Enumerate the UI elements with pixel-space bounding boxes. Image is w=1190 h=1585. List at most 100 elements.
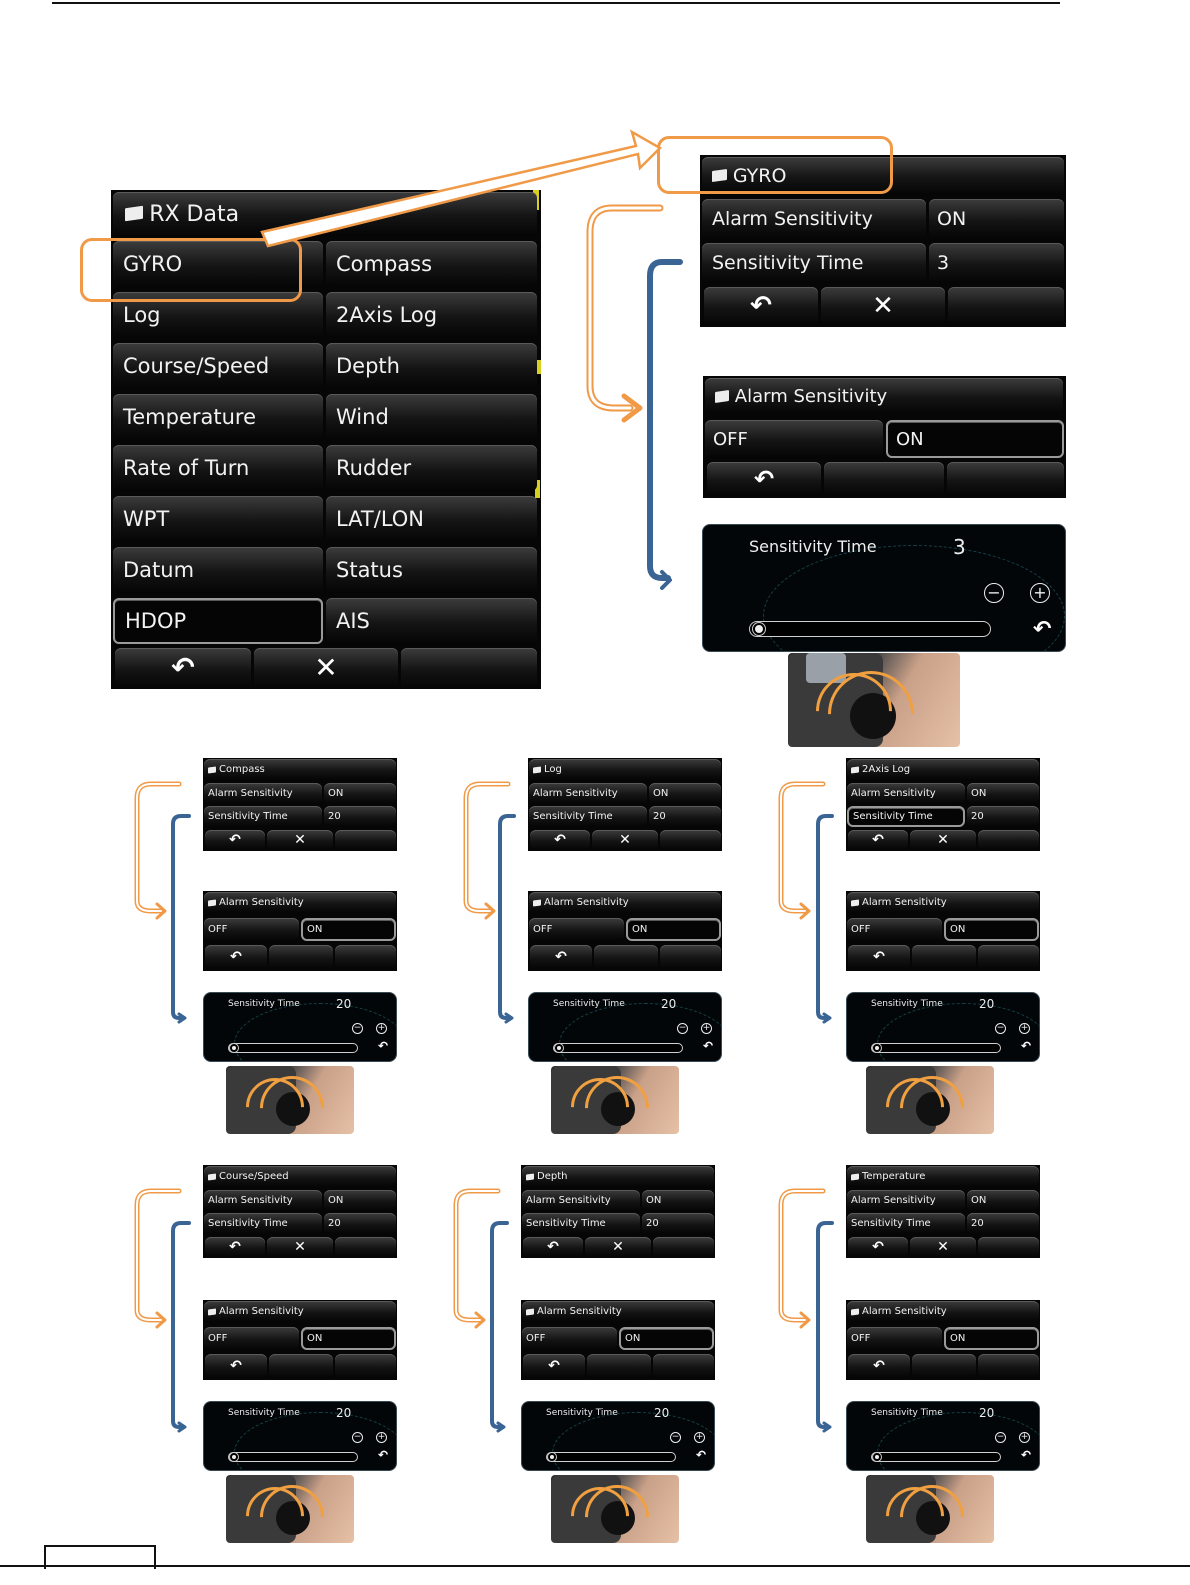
time-slider-track[interactable] bbox=[228, 1452, 358, 1462]
back-arrow-icon[interactable]: ↶ bbox=[696, 1448, 707, 1462]
minus-icon[interactable]: − bbox=[352, 1432, 363, 1443]
small-off-option[interactable]: OFF bbox=[522, 1327, 617, 1350]
gyro-close-button[interactable]: ✕ bbox=[821, 287, 945, 325]
small-back-button[interactable]: ↶ bbox=[848, 830, 908, 850]
small-close-button[interactable]: ✕ bbox=[910, 830, 976, 850]
small-alarm-blank-2[interactable] bbox=[335, 945, 396, 969]
small-time-value[interactable]: 20 bbox=[649, 806, 721, 827]
time-slider-knob[interactable] bbox=[873, 1044, 881, 1052]
small-back-button[interactable]: ↶ bbox=[205, 830, 265, 850]
rx-item-rate-of-turn[interactable]: Rate of Turn bbox=[113, 445, 323, 491]
small-on-option[interactable]: ON bbox=[301, 1327, 396, 1350]
rx-item-wind[interactable]: Wind bbox=[326, 394, 537, 440]
time-slider-knob[interactable] bbox=[753, 623, 765, 635]
small-alarm-back[interactable]: ↶ bbox=[848, 1354, 910, 1378]
minus-icon[interactable]: − bbox=[984, 583, 1004, 603]
small-time-value[interactable]: 20 bbox=[967, 1213, 1039, 1234]
small-alarm-blank-2[interactable] bbox=[660, 945, 721, 969]
rx-item-lat-lon[interactable]: LAT/LON bbox=[326, 496, 537, 542]
small-alarm-label[interactable]: Alarm Sensitivity bbox=[522, 1190, 640, 1211]
minus-icon[interactable]: − bbox=[352, 1023, 363, 1034]
small-alarm-label[interactable]: Alarm Sensitivity bbox=[529, 783, 647, 804]
small-time-label[interactable]: Sensitivity Time bbox=[204, 806, 322, 827]
plus-icon[interactable]: + bbox=[376, 1432, 387, 1443]
rx-blank-button[interactable] bbox=[401, 648, 537, 688]
back-arrow-icon[interactable]: ↶ bbox=[1021, 1039, 1032, 1053]
rx-item-datum[interactable]: Datum bbox=[113, 547, 323, 593]
time-slider-knob[interactable] bbox=[230, 1453, 238, 1461]
gyro-time-label[interactable]: Sensitivity Time bbox=[702, 243, 926, 283]
small-close-button[interactable]: ✕ bbox=[592, 830, 658, 850]
time-slider-track[interactable] bbox=[749, 621, 991, 637]
alarm-off-option[interactable]: OFF bbox=[705, 420, 883, 458]
small-back-button[interactable]: ↶ bbox=[205, 1237, 265, 1257]
gyro-alarm-label[interactable]: Alarm Sensitivity bbox=[702, 199, 926, 239]
small-close-button[interactable]: ✕ bbox=[910, 1237, 976, 1257]
plus-icon[interactable]: + bbox=[1019, 1432, 1030, 1443]
small-alarm-label[interactable]: Alarm Sensitivity bbox=[204, 783, 322, 804]
small-blank-button[interactable] bbox=[653, 1237, 714, 1257]
back-arrow-icon[interactable]: ↶ bbox=[378, 1039, 389, 1053]
small-time-value[interactable]: 20 bbox=[967, 806, 1039, 827]
small-blank-button[interactable] bbox=[978, 1237, 1039, 1257]
small-off-option[interactable]: OFF bbox=[847, 918, 942, 941]
time-slider-track[interactable] bbox=[546, 1452, 676, 1462]
small-on-option[interactable]: ON bbox=[619, 1327, 714, 1350]
rx-item-wpt[interactable]: WPT bbox=[113, 496, 323, 542]
time-slider-track[interactable] bbox=[871, 1043, 1001, 1053]
small-alarm-back[interactable]: ↶ bbox=[205, 1354, 267, 1378]
small-time-label[interactable]: Sensitivity Time bbox=[847, 1213, 965, 1234]
small-on-option[interactable]: ON bbox=[626, 918, 721, 941]
small-close-button[interactable]: ✕ bbox=[267, 1237, 333, 1257]
small-alarm-blank-1[interactable] bbox=[587, 1354, 651, 1378]
rx-item-rudder[interactable]: Rudder bbox=[326, 445, 537, 491]
small-blank-button[interactable] bbox=[978, 830, 1039, 850]
alarm-back-button[interactable]: ↶ bbox=[707, 462, 821, 496]
small-alarm-value[interactable]: ON bbox=[642, 1190, 714, 1211]
small-alarm-blank-1[interactable] bbox=[269, 1354, 333, 1378]
small-alarm-value[interactable]: ON bbox=[967, 1190, 1039, 1211]
plus-icon[interactable]: + bbox=[1030, 583, 1050, 603]
rx-item-course-speed[interactable]: Course/Speed bbox=[113, 343, 323, 389]
small-alarm-blank-2[interactable] bbox=[653, 1354, 714, 1378]
small-alarm-blank-1[interactable] bbox=[912, 1354, 976, 1378]
back-arrow-icon[interactable]: ↶ bbox=[1021, 1448, 1032, 1462]
small-time-label[interactable]: Sensitivity Time bbox=[847, 806, 965, 827]
small-blank-button[interactable] bbox=[335, 830, 396, 850]
minus-icon[interactable]: − bbox=[995, 1432, 1006, 1443]
small-time-label[interactable]: Sensitivity Time bbox=[529, 806, 647, 827]
gyro-blank-button[interactable] bbox=[948, 287, 1064, 325]
small-alarm-back[interactable]: ↶ bbox=[205, 945, 267, 969]
small-alarm-value[interactable]: ON bbox=[324, 1190, 396, 1211]
small-time-label[interactable]: Sensitivity Time bbox=[204, 1213, 322, 1234]
small-alarm-blank-2[interactable] bbox=[335, 1354, 396, 1378]
small-off-option[interactable]: OFF bbox=[847, 1327, 942, 1350]
small-time-value[interactable]: 20 bbox=[642, 1213, 714, 1234]
small-blank-button[interactable] bbox=[660, 830, 721, 850]
rx-item-gyro[interactable]: GYRO bbox=[113, 241, 323, 287]
rx-item-compass[interactable]: Compass bbox=[326, 241, 537, 287]
time-slider-knob[interactable] bbox=[873, 1453, 881, 1461]
back-arrow-icon[interactable]: ↶ bbox=[1033, 617, 1052, 642]
plus-icon[interactable]: + bbox=[1019, 1023, 1030, 1034]
rx-item-hdop[interactable]: HDOP bbox=[113, 598, 323, 644]
time-slider-knob[interactable] bbox=[555, 1044, 563, 1052]
minus-icon[interactable]: − bbox=[995, 1023, 1006, 1034]
small-alarm-value[interactable]: ON bbox=[967, 783, 1039, 804]
small-alarm-blank-1[interactable] bbox=[269, 945, 333, 969]
time-slider-track[interactable] bbox=[553, 1043, 683, 1053]
small-off-option[interactable]: OFF bbox=[529, 918, 624, 941]
small-blank-button[interactable] bbox=[335, 1237, 396, 1257]
small-alarm-back[interactable]: ↶ bbox=[523, 1354, 585, 1378]
small-alarm-blank-1[interactable] bbox=[594, 945, 658, 969]
small-time-value[interactable]: 20 bbox=[324, 1213, 396, 1234]
time-slider-track[interactable] bbox=[871, 1452, 1001, 1462]
small-back-button[interactable]: ↶ bbox=[530, 830, 590, 850]
rx-item-2axis-log[interactable]: 2Axis Log bbox=[326, 292, 537, 338]
time-slider-knob[interactable] bbox=[230, 1044, 238, 1052]
small-off-option[interactable]: OFF bbox=[204, 918, 299, 941]
rx-item-status[interactable]: Status bbox=[326, 547, 537, 593]
minus-icon[interactable]: − bbox=[670, 1432, 681, 1443]
plus-icon[interactable]: + bbox=[694, 1432, 705, 1443]
small-alarm-value[interactable]: ON bbox=[649, 783, 721, 804]
